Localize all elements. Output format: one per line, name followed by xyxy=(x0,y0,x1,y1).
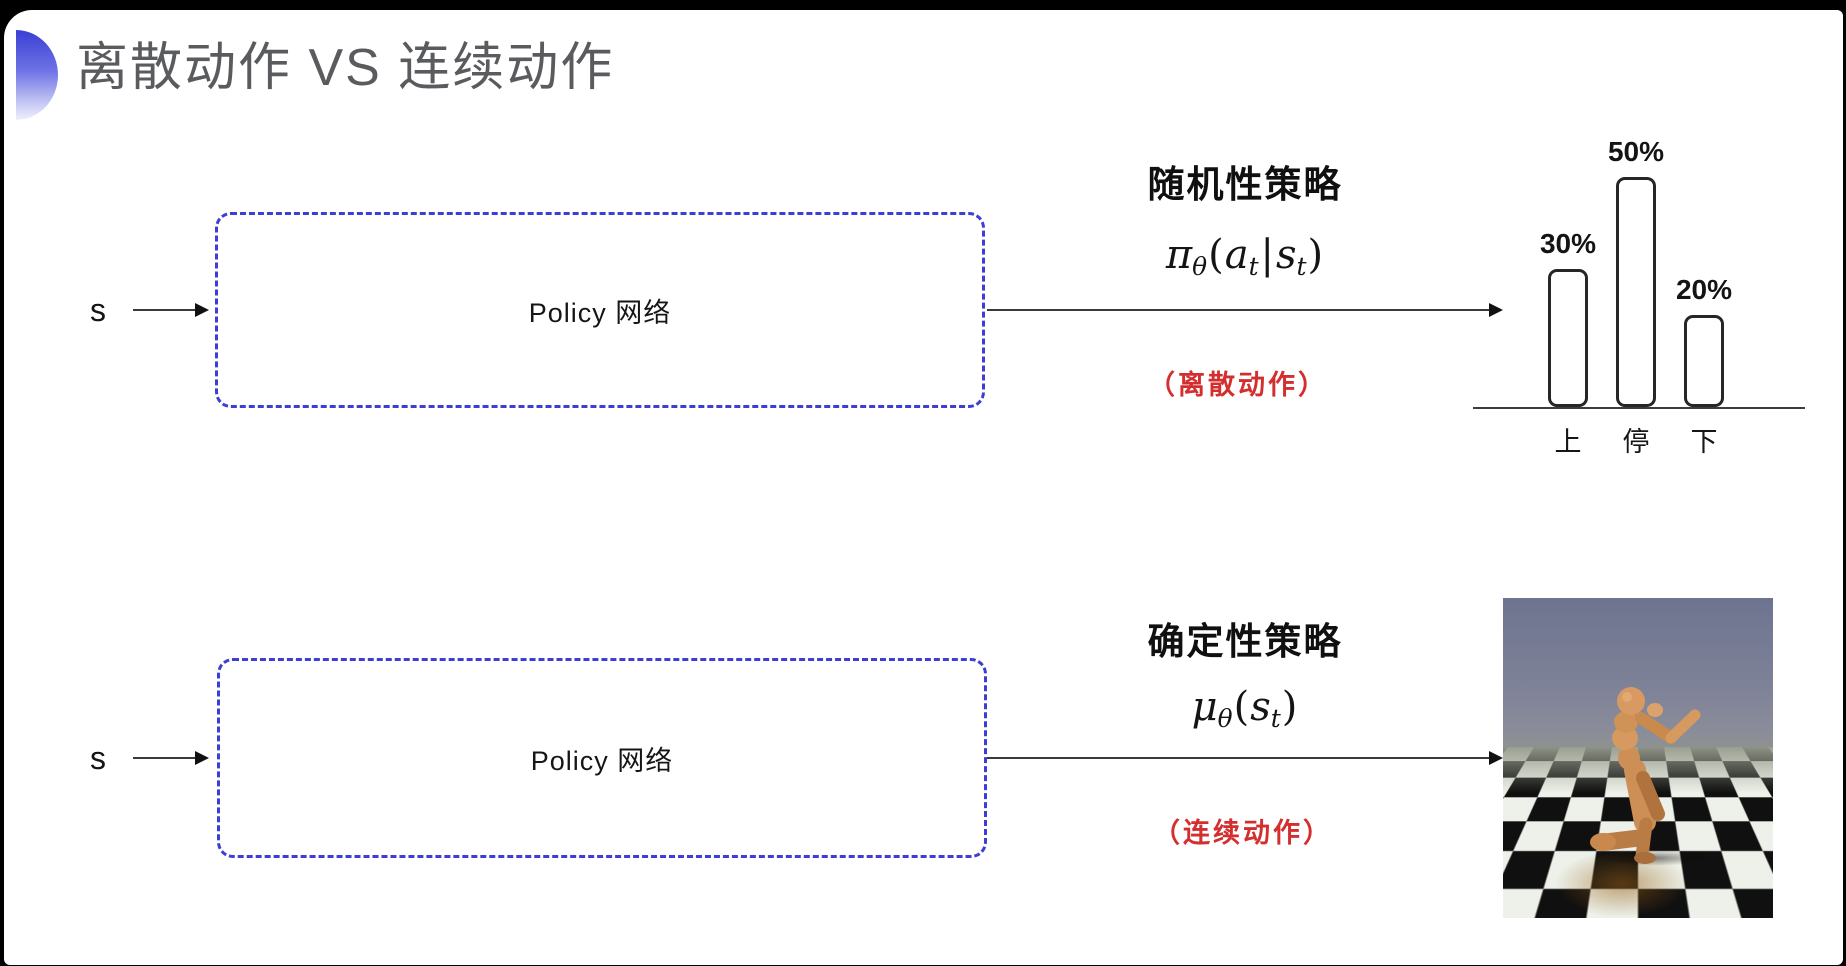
policy-box-label: Policy 网络 xyxy=(529,291,672,330)
discrete-action-note: （离散动作） xyxy=(1038,371,1438,399)
formula-conditional-bar: | xyxy=(1259,232,1276,278)
stochastic-policy-formula: πθ(at|st) xyxy=(1045,228,1445,294)
deterministic-policy-title: 确定性策略 xyxy=(1045,620,1445,664)
arrow-head-icon xyxy=(195,303,209,317)
arrow-shaft xyxy=(987,309,1491,311)
bar-down xyxy=(1684,315,1724,407)
bar-item-down: 20% xyxy=(1684,274,1724,407)
action-probability-chart: 30% 50% 20% xyxy=(1473,118,1805,409)
input-arrow-top xyxy=(133,303,213,317)
formula-close-paren: ) xyxy=(1307,232,1325,278)
arrow-shaft xyxy=(133,309,197,311)
bar-stop xyxy=(1616,177,1656,407)
formula-action-subscript: t xyxy=(1249,252,1259,281)
policy-network-box-bottom: Policy 网络 xyxy=(217,658,987,858)
deterministic-policy-formula: μθ(st) xyxy=(1045,680,1445,746)
arrow-shaft xyxy=(987,757,1491,759)
state-input-label-top: s xyxy=(78,288,118,332)
category-label-up: 上 xyxy=(1548,420,1588,459)
category-label-down: 下 xyxy=(1684,420,1724,459)
humanoid-robot-figure xyxy=(1503,598,1773,918)
formula-symbol: π xyxy=(1166,232,1192,278)
chart-baseline-axis xyxy=(1473,407,1805,409)
arrow-head-icon xyxy=(195,751,209,765)
formula-symbol-subscript: θ xyxy=(1192,252,1207,281)
output-arrow-top xyxy=(987,303,1507,317)
formula-symbol: μ xyxy=(1192,684,1218,730)
input-arrow-bottom xyxy=(133,751,213,765)
state-input-label-bottom: s xyxy=(78,736,118,780)
bar-item-up: 30% xyxy=(1548,228,1588,407)
policy-box-label: Policy 网络 xyxy=(531,739,674,778)
formula-close-paren: ) xyxy=(1281,684,1299,730)
formula-open-paren: ( xyxy=(1207,232,1225,278)
policy-network-box-top: Policy 网络 xyxy=(215,212,985,408)
page-title: 离散动作 VS 连续动作 xyxy=(76,36,614,100)
formula-state-arg: s xyxy=(1276,232,1297,278)
formula-state-subscript: t xyxy=(1271,704,1281,733)
category-label-stop: 停 xyxy=(1616,420,1656,459)
formula-open-paren: ( xyxy=(1233,684,1251,730)
chart-category-labels: 上 停 下 xyxy=(1473,420,1805,460)
formula-symbol-subscript: θ xyxy=(1218,704,1233,733)
arrow-shaft xyxy=(133,757,197,759)
bar-item-stop: 50% xyxy=(1616,136,1656,407)
formula-state-arg: s xyxy=(1250,684,1271,730)
humanoid-simulation-image xyxy=(1503,598,1773,918)
bar-value-label: 20% xyxy=(1676,274,1732,306)
formula-action-arg: a xyxy=(1225,232,1249,278)
bar-value-label: 30% xyxy=(1540,228,1596,260)
output-arrow-bottom xyxy=(987,751,1507,765)
arrow-head-icon xyxy=(1489,751,1503,765)
formula-state-subscript: t xyxy=(1297,252,1307,281)
continuous-action-note: （连续动作） xyxy=(1043,819,1443,847)
bar-value-label: 50% xyxy=(1608,136,1664,168)
bar-up xyxy=(1548,269,1588,407)
stochastic-policy-title: 随机性策略 xyxy=(1045,163,1445,207)
